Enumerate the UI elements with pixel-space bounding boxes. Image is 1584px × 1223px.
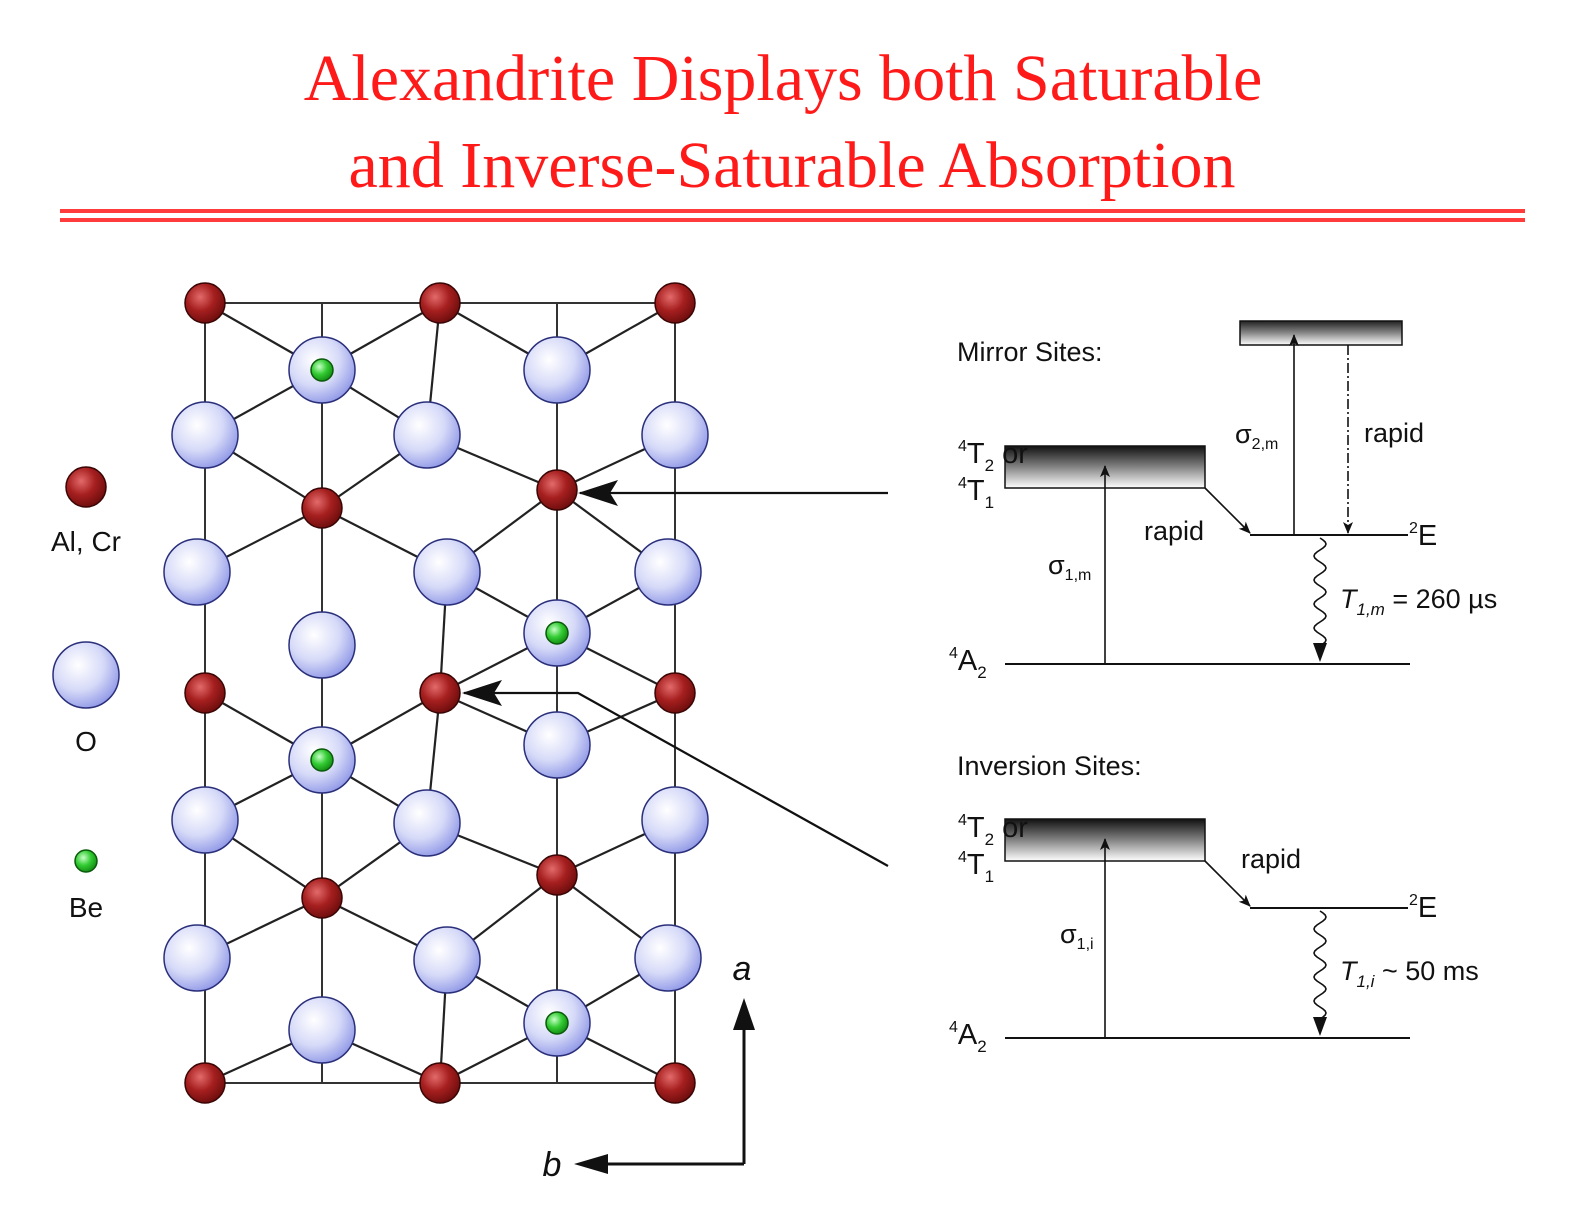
al-cr-atom — [301, 487, 343, 529]
be-atom — [310, 358, 334, 382]
al-cr-atom — [419, 1062, 461, 1104]
crystal-structure — [163, 282, 709, 1104]
legend-al-cr-atom — [65, 466, 107, 508]
title-line-2: and Inverse-Saturable Absorption — [348, 129, 1235, 202]
site-pointers — [462, 480, 889, 867]
legend-o-label: O — [75, 726, 97, 757]
oxygen-atom — [523, 336, 591, 404]
title-rule — [60, 209, 1525, 222]
mirror-sigma1-label: σ1,m — [1048, 550, 1091, 584]
mirror-heading: Mirror Sites: — [957, 337, 1103, 367]
legend-be-label: Be — [69, 892, 103, 923]
inversion-state-a2: 4A2 — [949, 1019, 987, 1056]
legend-al-cr-label: Al, Cr — [51, 526, 121, 557]
axis-a-label: a — [733, 950, 752, 988]
al-cr-atom — [654, 282, 696, 324]
inversion-state-t1: 4T1 — [958, 849, 994, 886]
al-cr-atom — [184, 282, 226, 324]
mirror-lifetime-wavy-arrow — [1313, 537, 1327, 647]
mirror-rapid-relax-arrow — [1204, 487, 1251, 534]
oxygen-atom — [393, 789, 461, 857]
inversion-sites-diagram: Inversion Sites: 4T2 or 4T1 2E 4A2 rapid… — [949, 751, 1479, 1056]
al-cr-atom — [536, 854, 578, 896]
legend-be-atom — [74, 849, 98, 873]
inversion-sigma1-label: σ1,i — [1060, 919, 1094, 953]
mirror-state-e: 2E — [1409, 520, 1437, 552]
oxygen-atom — [288, 996, 356, 1064]
mirror-lifetime-arrowhead — [1313, 643, 1327, 662]
al-cr-atom — [654, 672, 696, 714]
inversion-lifetime-label: T1,i ~ 50 ms — [1340, 956, 1479, 991]
al-cr-atom — [301, 877, 343, 919]
oxygen-atom — [171, 401, 239, 469]
oxygen-atom — [634, 538, 702, 606]
mirror-rapid-top-label: rapid — [1364, 418, 1424, 448]
al-cr-atom — [184, 672, 226, 714]
axis-b-arrowhead — [574, 1154, 608, 1174]
al-cr-atom — [184, 1062, 226, 1104]
axis-b-label: b — [543, 1146, 562, 1184]
axis-a-arrowhead — [733, 998, 755, 1030]
al-cr-atom — [654, 1062, 696, 1104]
inversion-lifetime-wavy-arrow — [1313, 910, 1327, 1020]
oxygen-atom — [171, 786, 239, 854]
axis-indicator: a b — [543, 950, 755, 1184]
al-cr-atom — [536, 469, 578, 511]
mirror-state-t1: 4T1 — [958, 475, 994, 512]
oxygen-atom — [163, 538, 231, 606]
oxygen-atom — [393, 401, 461, 469]
be-atom — [545, 1011, 569, 1035]
oxygen-atom — [163, 924, 231, 992]
inversion-rapid-label: rapid — [1241, 844, 1301, 874]
oxygen-atom — [523, 711, 591, 779]
mirror-state-t2: 4T2 or — [958, 438, 1028, 475]
oxygen-atom — [288, 611, 356, 679]
legend-o-atom — [52, 641, 120, 709]
mirror-state-a2: 4A2 — [949, 645, 987, 682]
inversion-state-e: 2E — [1409, 892, 1437, 924]
oxygen-atom — [634, 924, 702, 992]
inversion-state-t2: 4T2 or — [958, 812, 1028, 849]
al-cr-atom — [419, 672, 461, 714]
mirror-upper-band — [1239, 320, 1403, 346]
mirror-sigma2-label: σ2,m — [1235, 419, 1278, 453]
be-atom — [310, 748, 334, 772]
al-cr-atom — [419, 282, 461, 324]
oxygen-atom — [641, 786, 709, 854]
inversion-heading: Inversion Sites: — [957, 751, 1142, 781]
mirror-rapid-left-label: rapid — [1144, 516, 1204, 546]
title-line-1: Alexandrite Displays both Saturable — [304, 42, 1263, 115]
mirror-lifetime-label: T1,m = 260 µs — [1340, 584, 1497, 619]
be-atom — [545, 621, 569, 645]
inversion-rapid-relax-arrow — [1204, 860, 1251, 907]
oxygen-atom — [641, 401, 709, 469]
atom-legend: Al, Cr O Be — [51, 466, 121, 923]
crystal-atoms — [163, 282, 709, 1104]
oxygen-atom — [413, 926, 481, 994]
oxygen-atom — [413, 538, 481, 606]
inversion-site-pointer — [462, 680, 889, 867]
inversion-lifetime-arrowhead — [1313, 1017, 1327, 1036]
mirror-sites-diagram: Mirror Sites: 4T2 or 4T1 2E 4A2 rapid ra… — [949, 320, 1497, 682]
